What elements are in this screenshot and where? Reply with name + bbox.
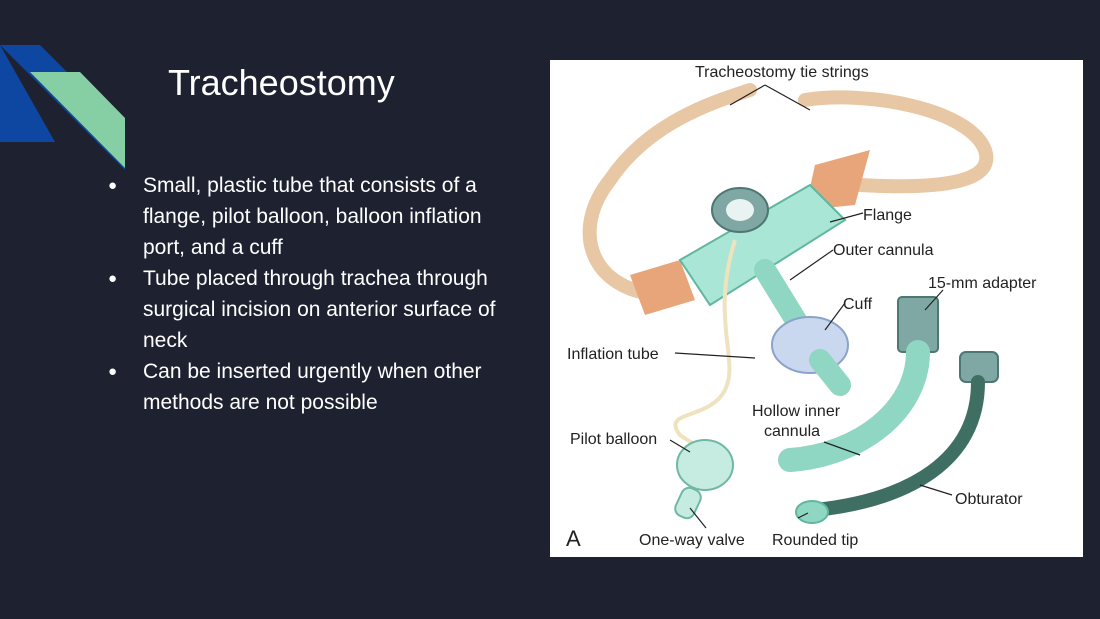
leader-tie-strings xyxy=(729,84,811,111)
leader-adapter xyxy=(924,289,944,311)
label-hollow-inner-line1: Hollow inner xyxy=(752,403,841,420)
leader-inner-cannula xyxy=(823,441,861,456)
label-obturator: Obturator xyxy=(955,491,1023,508)
label-pilot-balloon: Pilot balloon xyxy=(570,431,657,448)
label-rounded-tip: Rounded tip xyxy=(772,532,858,549)
tie-string-right xyxy=(798,90,994,194)
slide-title: Tracheostomy xyxy=(168,62,395,103)
label-adapter: 15-mm adapter xyxy=(928,275,1037,292)
blue-stripe xyxy=(0,45,55,142)
pilot-balloon-shape xyxy=(676,439,734,491)
connector-opening xyxy=(726,199,754,221)
obturator-shape xyxy=(808,375,985,517)
corner-decoration xyxy=(0,45,125,170)
cannula-tip-shape xyxy=(809,349,851,396)
bullet-list: Small, plastic tube that consists of a f… xyxy=(108,170,518,418)
bullet-item: Can be inserted urgently when other meth… xyxy=(108,356,518,418)
inner-cannula-shape xyxy=(778,340,930,472)
leader-rounded-tip xyxy=(797,512,809,519)
tie-tab-left xyxy=(630,260,695,315)
label-hollow-inner-line2: cannula xyxy=(764,423,820,440)
green-stripe xyxy=(30,72,125,168)
leader-obturator xyxy=(919,484,953,496)
one-way-valve-shape xyxy=(674,486,702,520)
leader-pilot-balloon xyxy=(669,439,691,453)
leader-one-way-valve xyxy=(689,507,707,529)
leader-cuff xyxy=(824,302,846,331)
label-one-way-valve: One-way valve xyxy=(639,532,745,549)
rounded-tip-shape xyxy=(795,500,829,524)
label-outer-cannula: Outer cannula xyxy=(833,242,934,259)
label-panel: A xyxy=(566,526,581,551)
bullet-item: Tube placed through trachea through surg… xyxy=(108,263,518,356)
diagram-illustration: Tracheostomy tie strings Flange Outer ca… xyxy=(566,64,1037,551)
tracheostomy-diagram: Tracheostomy tie strings Flange Outer ca… xyxy=(550,60,1083,557)
label-tie-strings: Tracheostomy tie strings xyxy=(695,64,869,81)
label-inflation-tube: Inflation tube xyxy=(567,346,659,363)
label-flange: Flange xyxy=(863,207,912,224)
bullet-item: Small, plastic tube that consists of a f… xyxy=(108,170,518,263)
leader-outer-cannula xyxy=(789,249,834,281)
leader-flange xyxy=(829,212,864,223)
leader-inflation-tube xyxy=(674,352,756,359)
tie-string-left xyxy=(582,83,757,302)
label-cuff: Cuff xyxy=(843,296,873,313)
blue-stripe-band xyxy=(0,45,125,170)
